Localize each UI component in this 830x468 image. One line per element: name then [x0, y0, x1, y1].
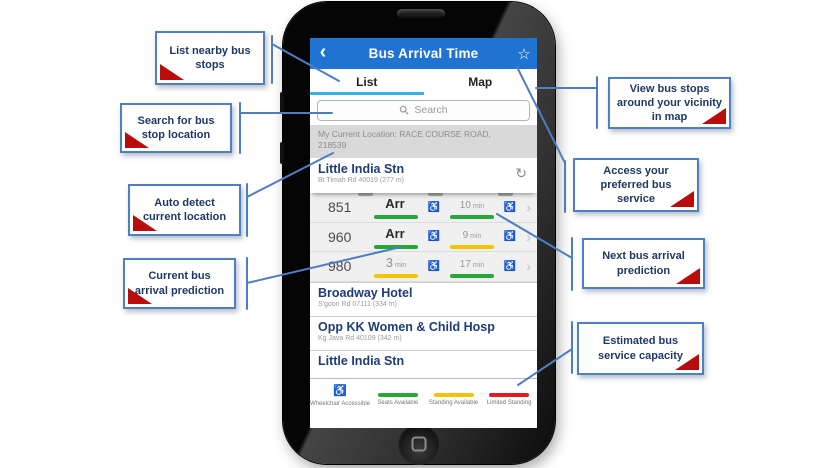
callout-search-stop: Search for bus stop location: [120, 103, 232, 153]
subsequent-arrival-value: 9: [462, 229, 469, 241]
bus-stop-item[interactable]: Opp KK Women & Child Hosp Kg Java Rd 401…: [310, 316, 537, 350]
bus-stop-detail: Kg Java Rd 40109 (342 m): [318, 335, 402, 342]
wheelchair-icon: ♿: [503, 231, 517, 243]
capacity-bar: [374, 244, 418, 249]
capacity-bar: [450, 274, 494, 279]
phone-frame: ‹ Bus Arrival Time ☆ List Map Search: [280, 2, 555, 465]
callout-preferred-service: Access your preferred bus service: [573, 158, 699, 212]
callout-map-view: View bus stops around your vicinity in m…: [608, 77, 731, 129]
wheelchair-icon: ♿: [427, 231, 441, 243]
volume-up-button: [280, 92, 284, 114]
bus-stop-name: Little India Stn: [318, 354, 405, 368]
callout-next-prediction: Next bus arrival prediction: [582, 238, 705, 289]
wheelchair-icon: ♿: [427, 201, 441, 213]
tab-bar: List Map: [310, 69, 537, 95]
tab-map[interactable]: Map: [468, 75, 493, 89]
subsequent-arrival-value: 17: [459, 259, 471, 271]
wheelchair-icon: ♿: [503, 201, 517, 213]
wheelchair-icon: ♿: [333, 385, 347, 397]
current-location-line1: My Current Location: RACE COURSE ROAD,: [318, 129, 491, 139]
next-arrival-value: Arr: [385, 196, 405, 212]
bus-service-number: 960: [328, 228, 352, 245]
bus-stop-item[interactable]: Little India Stn: [310, 350, 537, 378]
chevron-right-icon: ›: [526, 258, 531, 275]
bus-service-number: 980: [328, 258, 352, 275]
legend-item: ♿ Wheelchair Accessible: [310, 385, 371, 407]
capacity-bar: [450, 244, 494, 249]
callout-list-nearby: List nearby bus stops: [155, 31, 265, 85]
chevron-right-icon: ›: [526, 228, 531, 245]
bus-stop-name: Broadway Hotel: [318, 286, 413, 300]
active-tab-underline: [310, 92, 424, 95]
legend-item: Limited Standing: [481, 385, 537, 428]
page-title: Bus Arrival Time: [368, 46, 479, 61]
search-icon: [400, 105, 409, 115]
legend-item: Seats Available: [370, 385, 426, 428]
home-button-square: [411, 436, 427, 452]
legend-item: Standing Available: [426, 385, 482, 428]
back-icon[interactable]: ‹: [319, 41, 327, 63]
chevron-right-icon: ›: [526, 199, 531, 216]
home-button: [398, 423, 440, 465]
legend-bar-red: [489, 393, 530, 397]
app-screen: ‹ Bus Arrival Time ☆ List Map Search: [310, 38, 537, 428]
tab-list[interactable]: List: [356, 75, 378, 89]
current-location-line2: 218539: [318, 140, 347, 151]
app-header: ‹ Bus Arrival Time ☆: [310, 38, 537, 69]
search-placeholder: Search: [414, 104, 448, 116]
legend-bar-yellow: [433, 393, 474, 397]
bus-stop-detail: Bt Timah Rd 40019 (277 m): [318, 177, 404, 184]
bus-service-number: 851: [328, 199, 352, 216]
volume-down-button: [280, 142, 284, 164]
capacity-legend: ♿ Wheelchair Accessible Seats Available …: [310, 378, 537, 428]
callout-auto-detect: Auto detect current location: [128, 184, 241, 236]
callout-capacity: Estimated bus service capacity: [577, 322, 704, 375]
search-row: Search: [310, 95, 537, 125]
capacity-bar: [374, 215, 418, 220]
phone-speaker: [397, 9, 445, 18]
search-input[interactable]: Search: [317, 99, 530, 121]
capacity-bar: [374, 274, 418, 279]
wheelchair-icon: ♿: [503, 260, 517, 272]
next-arrival-value: 3: [385, 255, 393, 271]
current-location-banner: My Current Location: RACE COURSE ROAD, 2…: [310, 125, 537, 158]
legend-bar-green: [377, 393, 418, 397]
subsequent-arrival-value: 10: [459, 200, 471, 212]
bus-stop-header[interactable]: Little India Stn Bt Timah Rd 40019 (277 …: [310, 158, 537, 193]
bus-stop-item[interactable]: Broadway Hotel S'goon Rd 07111 (334 m): [310, 282, 537, 316]
bus-stop-detail: S'goon Rd 07111 (334 m): [318, 301, 397, 308]
next-arrival-value: Arr: [385, 225, 405, 241]
bus-stop-name: Opp KK Women & Child Hosp: [318, 320, 495, 334]
refresh-icon[interactable]: ↻: [515, 165, 527, 181]
bus-stop-name: Little India Stn: [318, 162, 405, 176]
callout-current-prediction: Current bus arrival prediction: [123, 258, 236, 309]
capacity-bar: [450, 215, 494, 220]
favorite-star-icon[interactable]: ☆: [517, 45, 531, 63]
wheelchair-icon: ♿: [427, 260, 441, 272]
